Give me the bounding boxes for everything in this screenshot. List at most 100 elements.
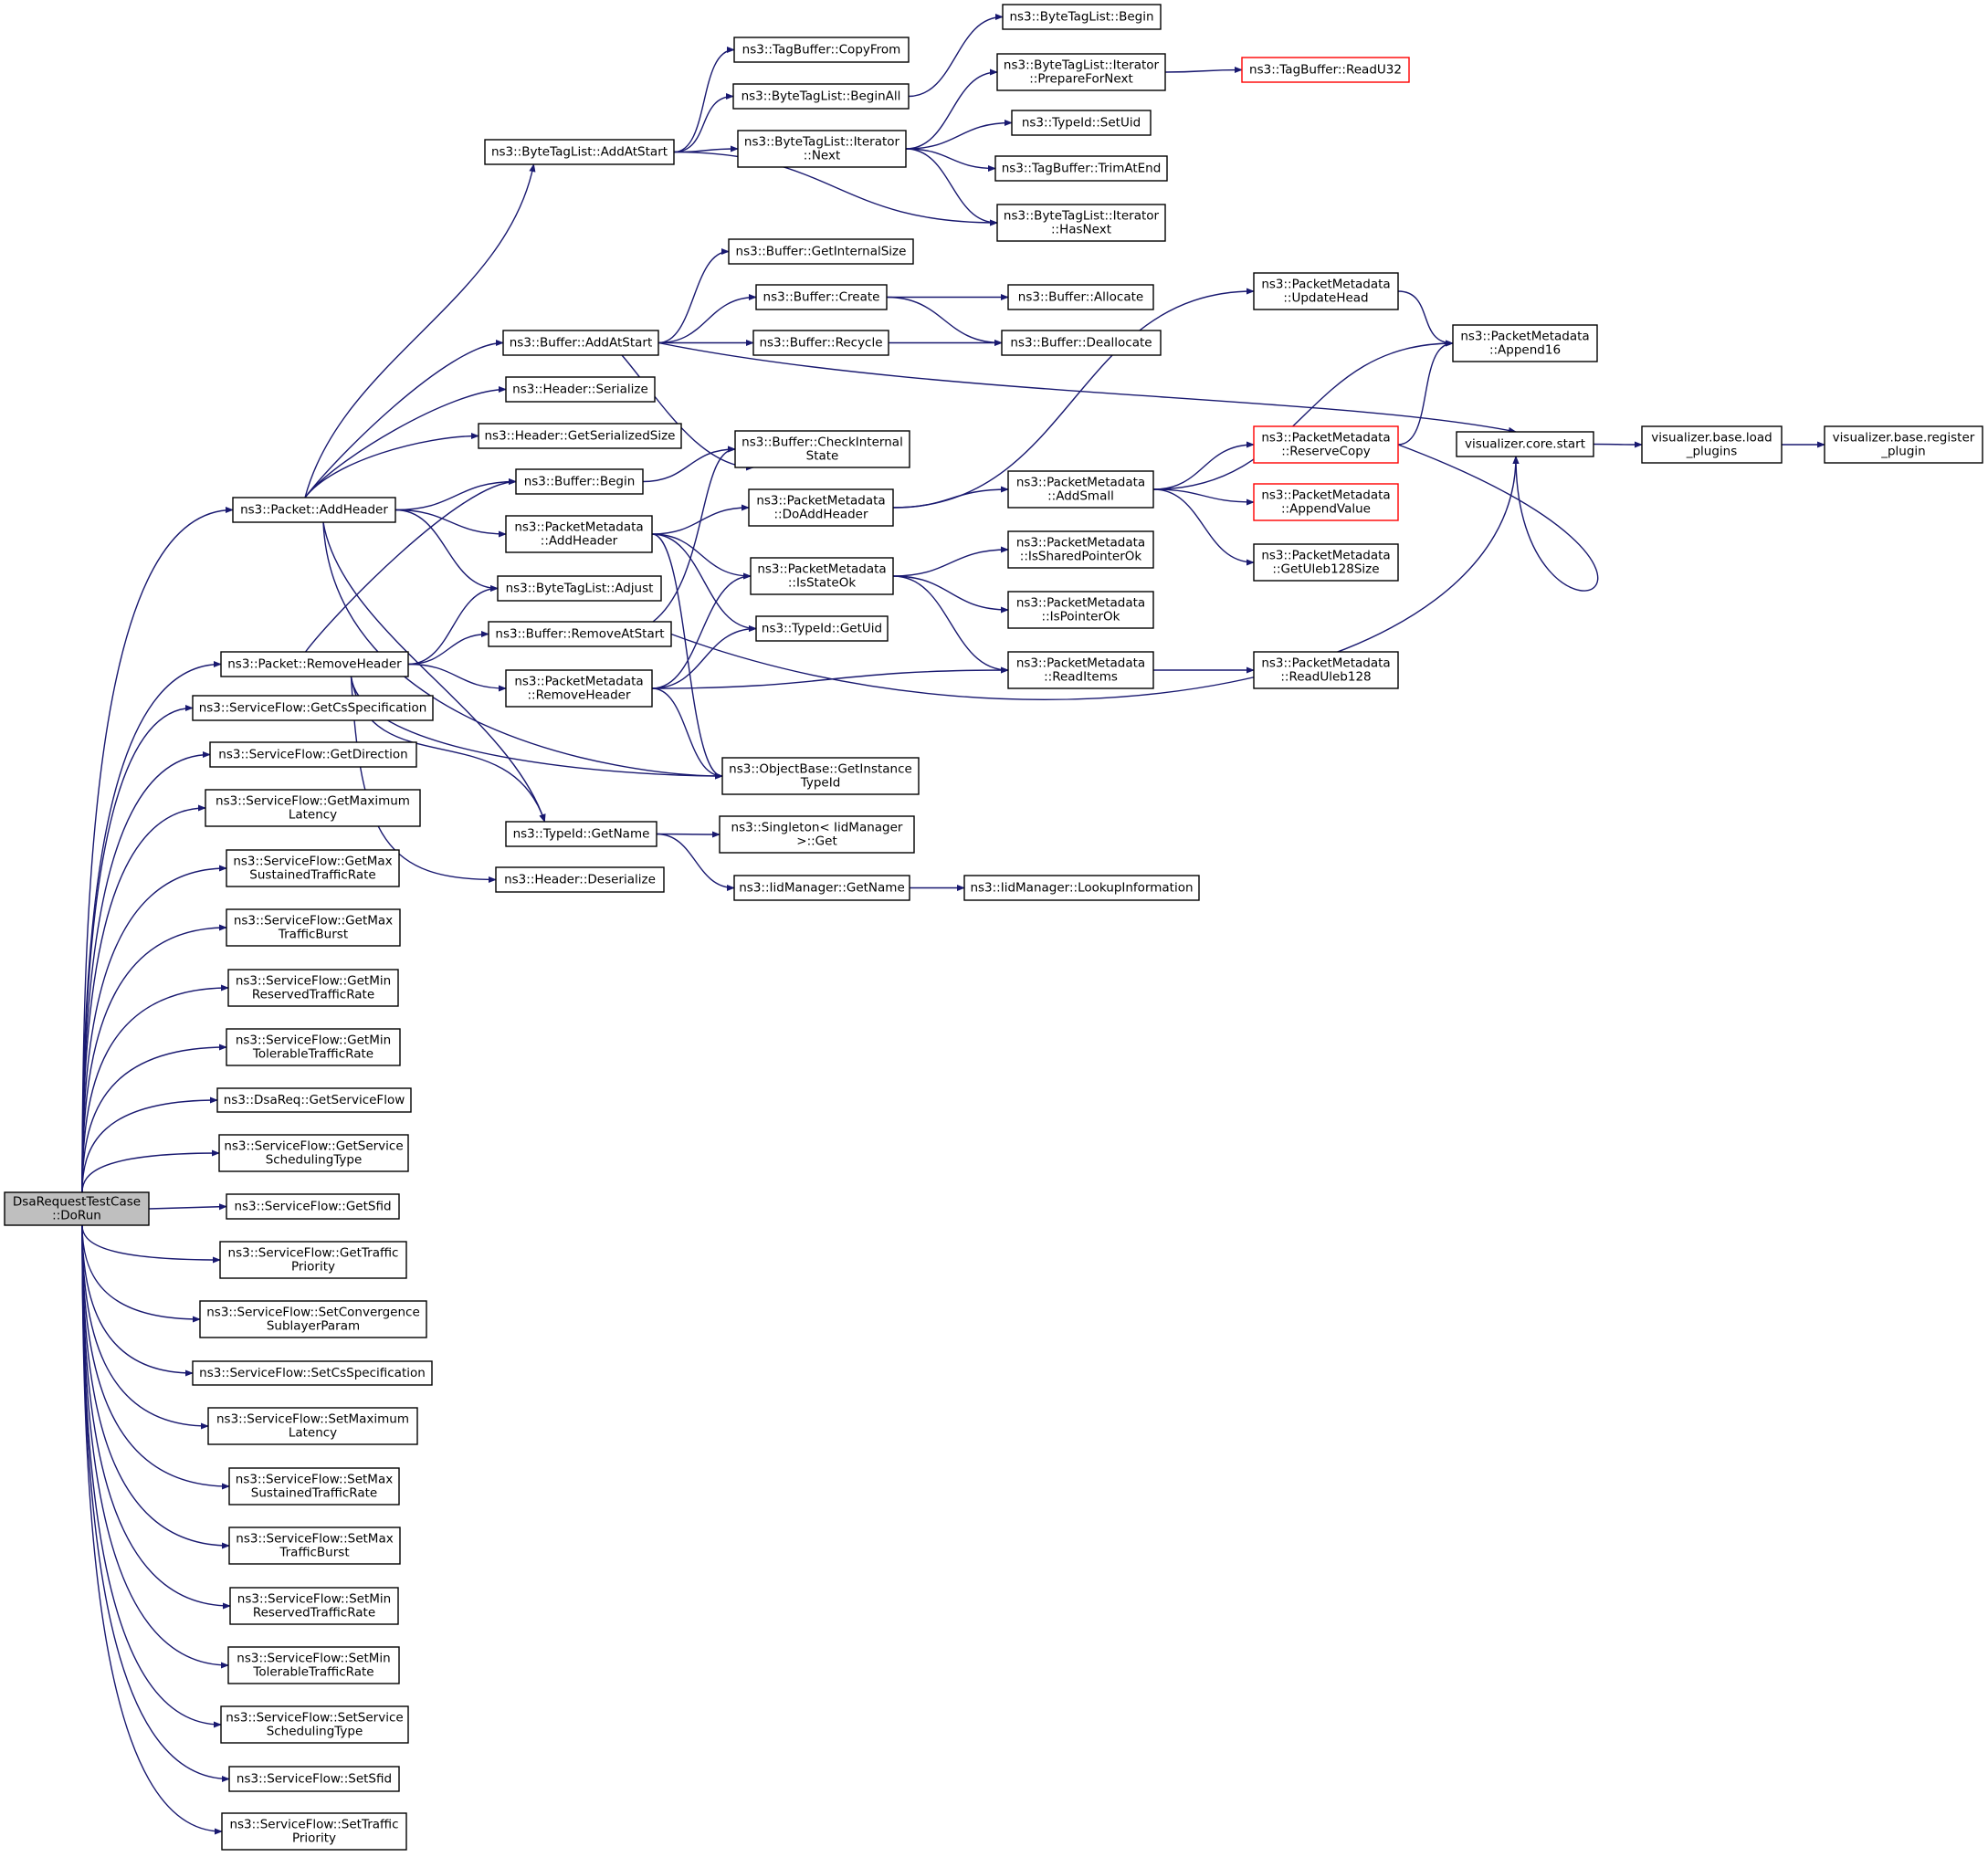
node-buf_addatstart[interactable]: ns3::Buffer::AddAtStart: [502, 330, 659, 356]
node-box[interactable]: [1253, 483, 1399, 521]
node-buf_begin[interactable]: ns3::Buffer::Begin: [515, 468, 644, 495]
node-box[interactable]: [220, 1705, 409, 1744]
node-box[interactable]: [228, 1467, 400, 1506]
node-box[interactable]: [505, 821, 657, 847]
node-pkt_addheader[interactable]: ns3::Packet::AddHeader: [232, 497, 396, 523]
node-box[interactable]: [732, 83, 910, 110]
node-box[interactable]: [505, 669, 653, 708]
node-box[interactable]: [1002, 4, 1162, 30]
node-pm_getuleb[interactable]: ns3::PacketMetadata::GetUleb128Size: [1253, 543, 1399, 582]
node-sf_getmintol[interactable]: ns3::ServiceFlow::GetMinTolerableTraffic…: [226, 1028, 401, 1066]
node-buf_allocate[interactable]: ns3::Buffer::Allocate: [1007, 284, 1154, 310]
node-pm_appendvalue[interactable]: ns3::PacketMetadata::AppendValue: [1253, 483, 1399, 521]
node-buf_recycle[interactable]: ns3::Buffer::Recycle: [752, 330, 889, 356]
node-sf_getminres[interactable]: ns3::ServiceFlow::GetMinReservedTrafficR…: [227, 969, 399, 1007]
node-box[interactable]: [192, 695, 434, 721]
node-pm_doaddheader[interactable]: ns3::PacketMetadata::DoAddHeader: [748, 488, 894, 527]
node-sf_getcsspec[interactable]: ns3::ServiceFlow::GetCsSpecification: [192, 695, 434, 721]
node-box[interactable]: [199, 1300, 427, 1338]
node-box[interactable]: [750, 557, 894, 595]
node-box[interactable]: [502, 330, 659, 356]
node-vis_load[interactable]: visualizer.base.load_plugins: [1641, 425, 1783, 464]
node-box[interactable]: [228, 1766, 400, 1792]
node-sf_setmintol[interactable]: ns3::ServiceFlow::SetMinTolerableTraffic…: [227, 1646, 400, 1684]
node-dsareq_getsf[interactable]: ns3::DsaReq::GetServiceFlow: [216, 1087, 412, 1113]
node-pm_removeheader[interactable]: ns3::PacketMetadata::RemoveHeader: [505, 669, 653, 708]
node-btl_adjust[interactable]: ns3::ByteTagList::Adjust: [497, 575, 662, 602]
node-sf_setsched[interactable]: ns3::ServiceFlow::SetServiceSchedulingTy…: [220, 1705, 409, 1744]
node-vis_register[interactable]: visualizer.base.register_plugin: [1824, 425, 1983, 464]
node-pm_issharedptr[interactable]: ns3::PacketMetadata::IsSharedPointerOk: [1007, 530, 1154, 569]
node-iid_lookup[interactable]: ns3::IidManager::LookupInformation: [963, 875, 1200, 901]
node-box[interactable]: [719, 815, 915, 854]
node-box[interactable]: [1452, 324, 1598, 362]
node-box[interactable]: [721, 757, 920, 795]
node-box[interactable]: [733, 37, 910, 63]
node-btl_begin[interactable]: ns3::ByteTagList::Begin: [1002, 4, 1162, 30]
node-buf_removeatstart[interactable]: ns3::Buffer::RemoveAtStart: [488, 621, 672, 647]
node-box[interactable]: [1007, 470, 1154, 509]
node-buf_create[interactable]: ns3::Buffer::Create: [755, 284, 888, 310]
node-box[interactable]: [497, 575, 662, 602]
node-box[interactable]: [219, 1241, 407, 1279]
node-box[interactable]: [1253, 651, 1399, 689]
node-box[interactable]: [1253, 425, 1399, 464]
node-box[interactable]: [228, 1527, 401, 1565]
node-hdr_serialize[interactable]: ns3::Header::Serialize: [505, 376, 656, 403]
node-box[interactable]: [1456, 431, 1594, 457]
node-pkt_removeheader[interactable]: ns3::Packet::RemoveHeader: [220, 651, 409, 677]
node-box[interactable]: [994, 155, 1168, 182]
node-pm_readuleb[interactable]: ns3::PacketMetadata::ReadUleb128: [1253, 651, 1399, 689]
node-box[interactable]: [1253, 543, 1399, 582]
node-pm_addsmall[interactable]: ns3::PacketMetadata::AddSmall: [1007, 470, 1154, 509]
node-box[interactable]: [515, 468, 644, 495]
node-box[interactable]: [216, 1087, 412, 1113]
node-box[interactable]: [996, 204, 1166, 242]
node-btl_addatstart[interactable]: ns3::ByteTagList::AddAtStart: [484, 139, 675, 165]
node-box[interactable]: [728, 238, 914, 265]
node-box[interactable]: [1253, 272, 1399, 310]
node-box[interactable]: [205, 789, 421, 827]
node-sf_setmaxsus[interactable]: ns3::ServiceFlow::SetMaxSustainedTraffic…: [228, 1467, 400, 1506]
node-box[interactable]: [1641, 425, 1783, 464]
node-box[interactable]: [996, 53, 1166, 91]
node-box[interactable]: [484, 139, 675, 165]
node-tb_readu32[interactable]: ns3::TagBuffer::ReadU32: [1241, 57, 1410, 83]
node-typeid_getuid[interactable]: ns3::TypeId::GetUid: [755, 615, 889, 642]
node-box[interactable]: [733, 875, 910, 901]
node-pm_updatehead[interactable]: ns3::PacketMetadata::UpdateHead: [1253, 272, 1399, 310]
node-box[interactable]: [1241, 57, 1410, 83]
node-box[interactable]: [218, 1134, 409, 1172]
node-box[interactable]: [1824, 425, 1983, 464]
node-box[interactable]: [478, 423, 682, 449]
node-box[interactable]: [226, 908, 401, 947]
node-sf_getdirection[interactable]: ns3::ServiceFlow::GetDirection: [209, 741, 417, 768]
node-typeid_getname[interactable]: ns3::TypeId::GetName: [505, 821, 657, 847]
node-tb_trimatend[interactable]: ns3::TagBuffer::TrimAtEnd: [994, 155, 1168, 182]
node-box[interactable]: [232, 497, 396, 523]
node-box[interactable]: [488, 621, 672, 647]
node-sf_setsfid[interactable]: ns3::ServiceFlow::SetSfid: [228, 1766, 400, 1792]
node-box[interactable]: [505, 515, 653, 553]
node-sf_setcsspec[interactable]: ns3::ServiceFlow::SetCsSpecification: [192, 1360, 433, 1386]
node-pm_readitems[interactable]: ns3::PacketMetadata::ReadItems: [1007, 651, 1154, 689]
node-box[interactable]: [226, 849, 400, 887]
node-box[interactable]: [963, 875, 1200, 901]
node-singleton_get[interactable]: ns3::Singleton< IidManager>::Get: [719, 815, 915, 854]
node-buf_deallocate[interactable]: ns3::Buffer::Deallocate: [1001, 330, 1162, 356]
node-iid_getname[interactable]: ns3::IidManager::GetName: [733, 875, 910, 901]
node-box[interactable]: [495, 866, 665, 893]
node-root[interactable]: DsaRequestTestCase::DoRun: [4, 1191, 150, 1226]
node-buf_getintsize[interactable]: ns3::Buffer::GetInternalSize: [728, 238, 914, 265]
node-pm_reservecopy[interactable]: ns3::PacketMetadata::ReserveCopy: [1253, 425, 1399, 464]
node-box[interactable]: [752, 330, 889, 356]
node-box[interactable]: [4, 1191, 150, 1226]
node-hdr_deserialize[interactable]: ns3::Header::Deserialize: [495, 866, 665, 893]
